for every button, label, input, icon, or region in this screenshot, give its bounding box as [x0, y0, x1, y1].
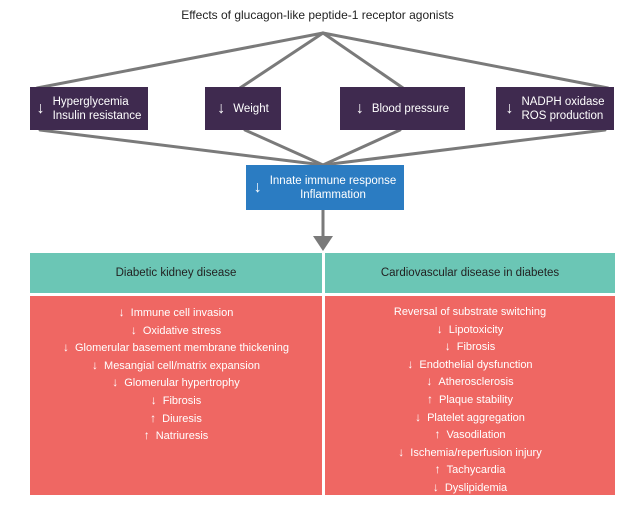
connector-effect-1-central [38, 128, 325, 167]
list-item-label: Glomerular hypertrophy [124, 377, 240, 390]
connector-title-effect-4 [321, 31, 610, 90]
down-arrow-icon: ↓ [444, 339, 451, 354]
central-label: Innate immune response [269, 174, 397, 187]
list-item-label: Ischemia/reperfusion injury [410, 446, 542, 459]
list-item-label: Lipotoxicity [448, 323, 504, 336]
list-item: ↓ Glomerular basement membrane thickening [30, 339, 322, 357]
down-arrow-icon: ↓ [118, 305, 125, 319]
list-item-label: Natriuresis [155, 430, 209, 443]
connector-effect-4-central [321, 128, 607, 167]
list-item: ↓ Immune cell invasion [30, 304, 322, 322]
down-arrow-icon: ↓ [505, 99, 514, 117]
list-item: ↑ Tachycardia [325, 461, 615, 479]
list-item-label: Dyslipidemia [444, 481, 508, 494]
down-arrowhead [313, 236, 333, 251]
list-item-label: Reversal of substrate switching [393, 306, 547, 318]
list-item: ↓ Oxidative stress [30, 322, 322, 340]
effect-box-weight: ↓ Weight [205, 87, 281, 130]
panel-header-kidney: Diabetic kidney disease [30, 253, 322, 293]
list-item-label: Oxidative stress [142, 324, 222, 337]
effect-label: Hyperglycemia [52, 95, 129, 108]
connector-title-effect-3 [321, 31, 405, 90]
down-arrow-icon: ↓ [432, 479, 439, 494]
panel-kidney: ↓ Immune cell invasion ↓ Oxidative stress ↓ G… [30, 296, 322, 495]
down-arrow-icon: ↓ [415, 409, 422, 424]
up-arrow-icon: ↑ [427, 391, 433, 406]
down-arrow-icon: ↓ [398, 444, 405, 459]
up-arrow-icon: ↑ [150, 410, 157, 425]
kidney-effects-list: ↓ Immune cell invasion ↓ Oxidative stress ↓ G… [30, 304, 322, 445]
panel-cardiovascular: Reversal of substrate switching ↓ Lipotoxi… [325, 296, 615, 495]
effect-label: Blood pressure [371, 102, 450, 115]
central-label: Inflammation [300, 188, 366, 201]
list-item-label: Fibrosis [456, 341, 496, 354]
up-arrow-icon: ↑ [143, 428, 150, 443]
list-item: ↑ Diuresis [30, 410, 322, 428]
list-item-label: Glomerular basement membrane thickening [75, 342, 289, 355]
list-item: ↓ Atherosclerosis [325, 373, 615, 391]
down-arrow-icon: ↓ [436, 321, 443, 336]
list-item-label: Atherosclerosis [438, 376, 514, 389]
list-item-label: Fibrosis [162, 394, 202, 407]
down-arrow-icon: ↓ [426, 374, 433, 389]
list-item: Reversal of substrate switching [325, 304, 615, 321]
connector-title-effect-1 [35, 31, 325, 90]
effect-label: Weight [233, 102, 269, 115]
list-item-label: Vasodilation [446, 429, 506, 442]
connector-effect-2-central [243, 128, 325, 167]
down-arrow-icon: ↓ [36, 99, 45, 117]
up-arrow-icon: ↑ [434, 427, 441, 442]
down-arrow-icon: ↓ [355, 99, 364, 117]
down-arrow-icon: ↓ [92, 357, 99, 372]
connector-effect-3-central [321, 128, 402, 167]
list-item-label: Immune cell invasion [130, 307, 234, 319]
down-arrow-icon: ↓ [63, 340, 69, 355]
effect-label: Insulin resistance [52, 109, 142, 122]
list-item-label: Tachycardia [446, 464, 506, 477]
diagram-title: Effects of glucagon-like peptide-1 recep… [181, 8, 454, 22]
list-item-label: Mesangial cell/matrix expansion [104, 359, 260, 372]
list-item: ↑ Vasodilation [325, 426, 615, 444]
down-arrow-icon: ↓ [253, 178, 262, 196]
down-arrow-icon: ↓ [150, 392, 157, 407]
panel-header-cardiovascular: Cardiovascular disease in diabetes [325, 253, 615, 293]
list-item-label: Endothelial dysfunction [419, 358, 533, 371]
up-arrow-icon: ↑ [434, 462, 441, 477]
list-item: ↓ Dyslipidemia [325, 479, 615, 497]
list-item: ↓ Fibrosis [30, 392, 322, 410]
list-item: ↓ Mesangial cell/matrix expansion [30, 357, 322, 375]
effect-label: NADPH oxidase [521, 95, 605, 108]
cardiovascular-effects-list: Reversal of substrate switching ↓ Lipotoxi… [325, 304, 615, 497]
effect-label: ROS production [521, 109, 604, 122]
list-item: ↓ Platelet aggregation [325, 409, 615, 427]
list-item: ↑ Natriuresis [30, 427, 322, 445]
list-item: ↓ Fibrosis [325, 338, 615, 356]
down-arrow-icon: ↓ [130, 322, 137, 337]
list-item: ↓ Endothelial dysfunction [325, 356, 615, 374]
effect-box-blood-pressure: ↓ Blood pressure [340, 87, 465, 130]
down-arrow-icon: ↓ [112, 375, 119, 390]
list-item: ↓ Lipotoxicity [325, 321, 615, 339]
list-item: ↓ Ischemia/reperfusion injury [325, 444, 615, 462]
list-item: ↑ Plaque stability [325, 391, 615, 409]
down-arrow-icon: ↓ [407, 356, 414, 371]
list-item-label: Plaque stability [439, 393, 513, 406]
down-arrow-icon: ↓ [217, 99, 226, 117]
list-item-label: Diuresis [162, 412, 202, 425]
list-item-label: Platelet aggregation [427, 411, 525, 424]
connector-title-effect-2 [238, 31, 325, 90]
list-item: ↓ Glomerular hypertrophy [30, 374, 322, 392]
